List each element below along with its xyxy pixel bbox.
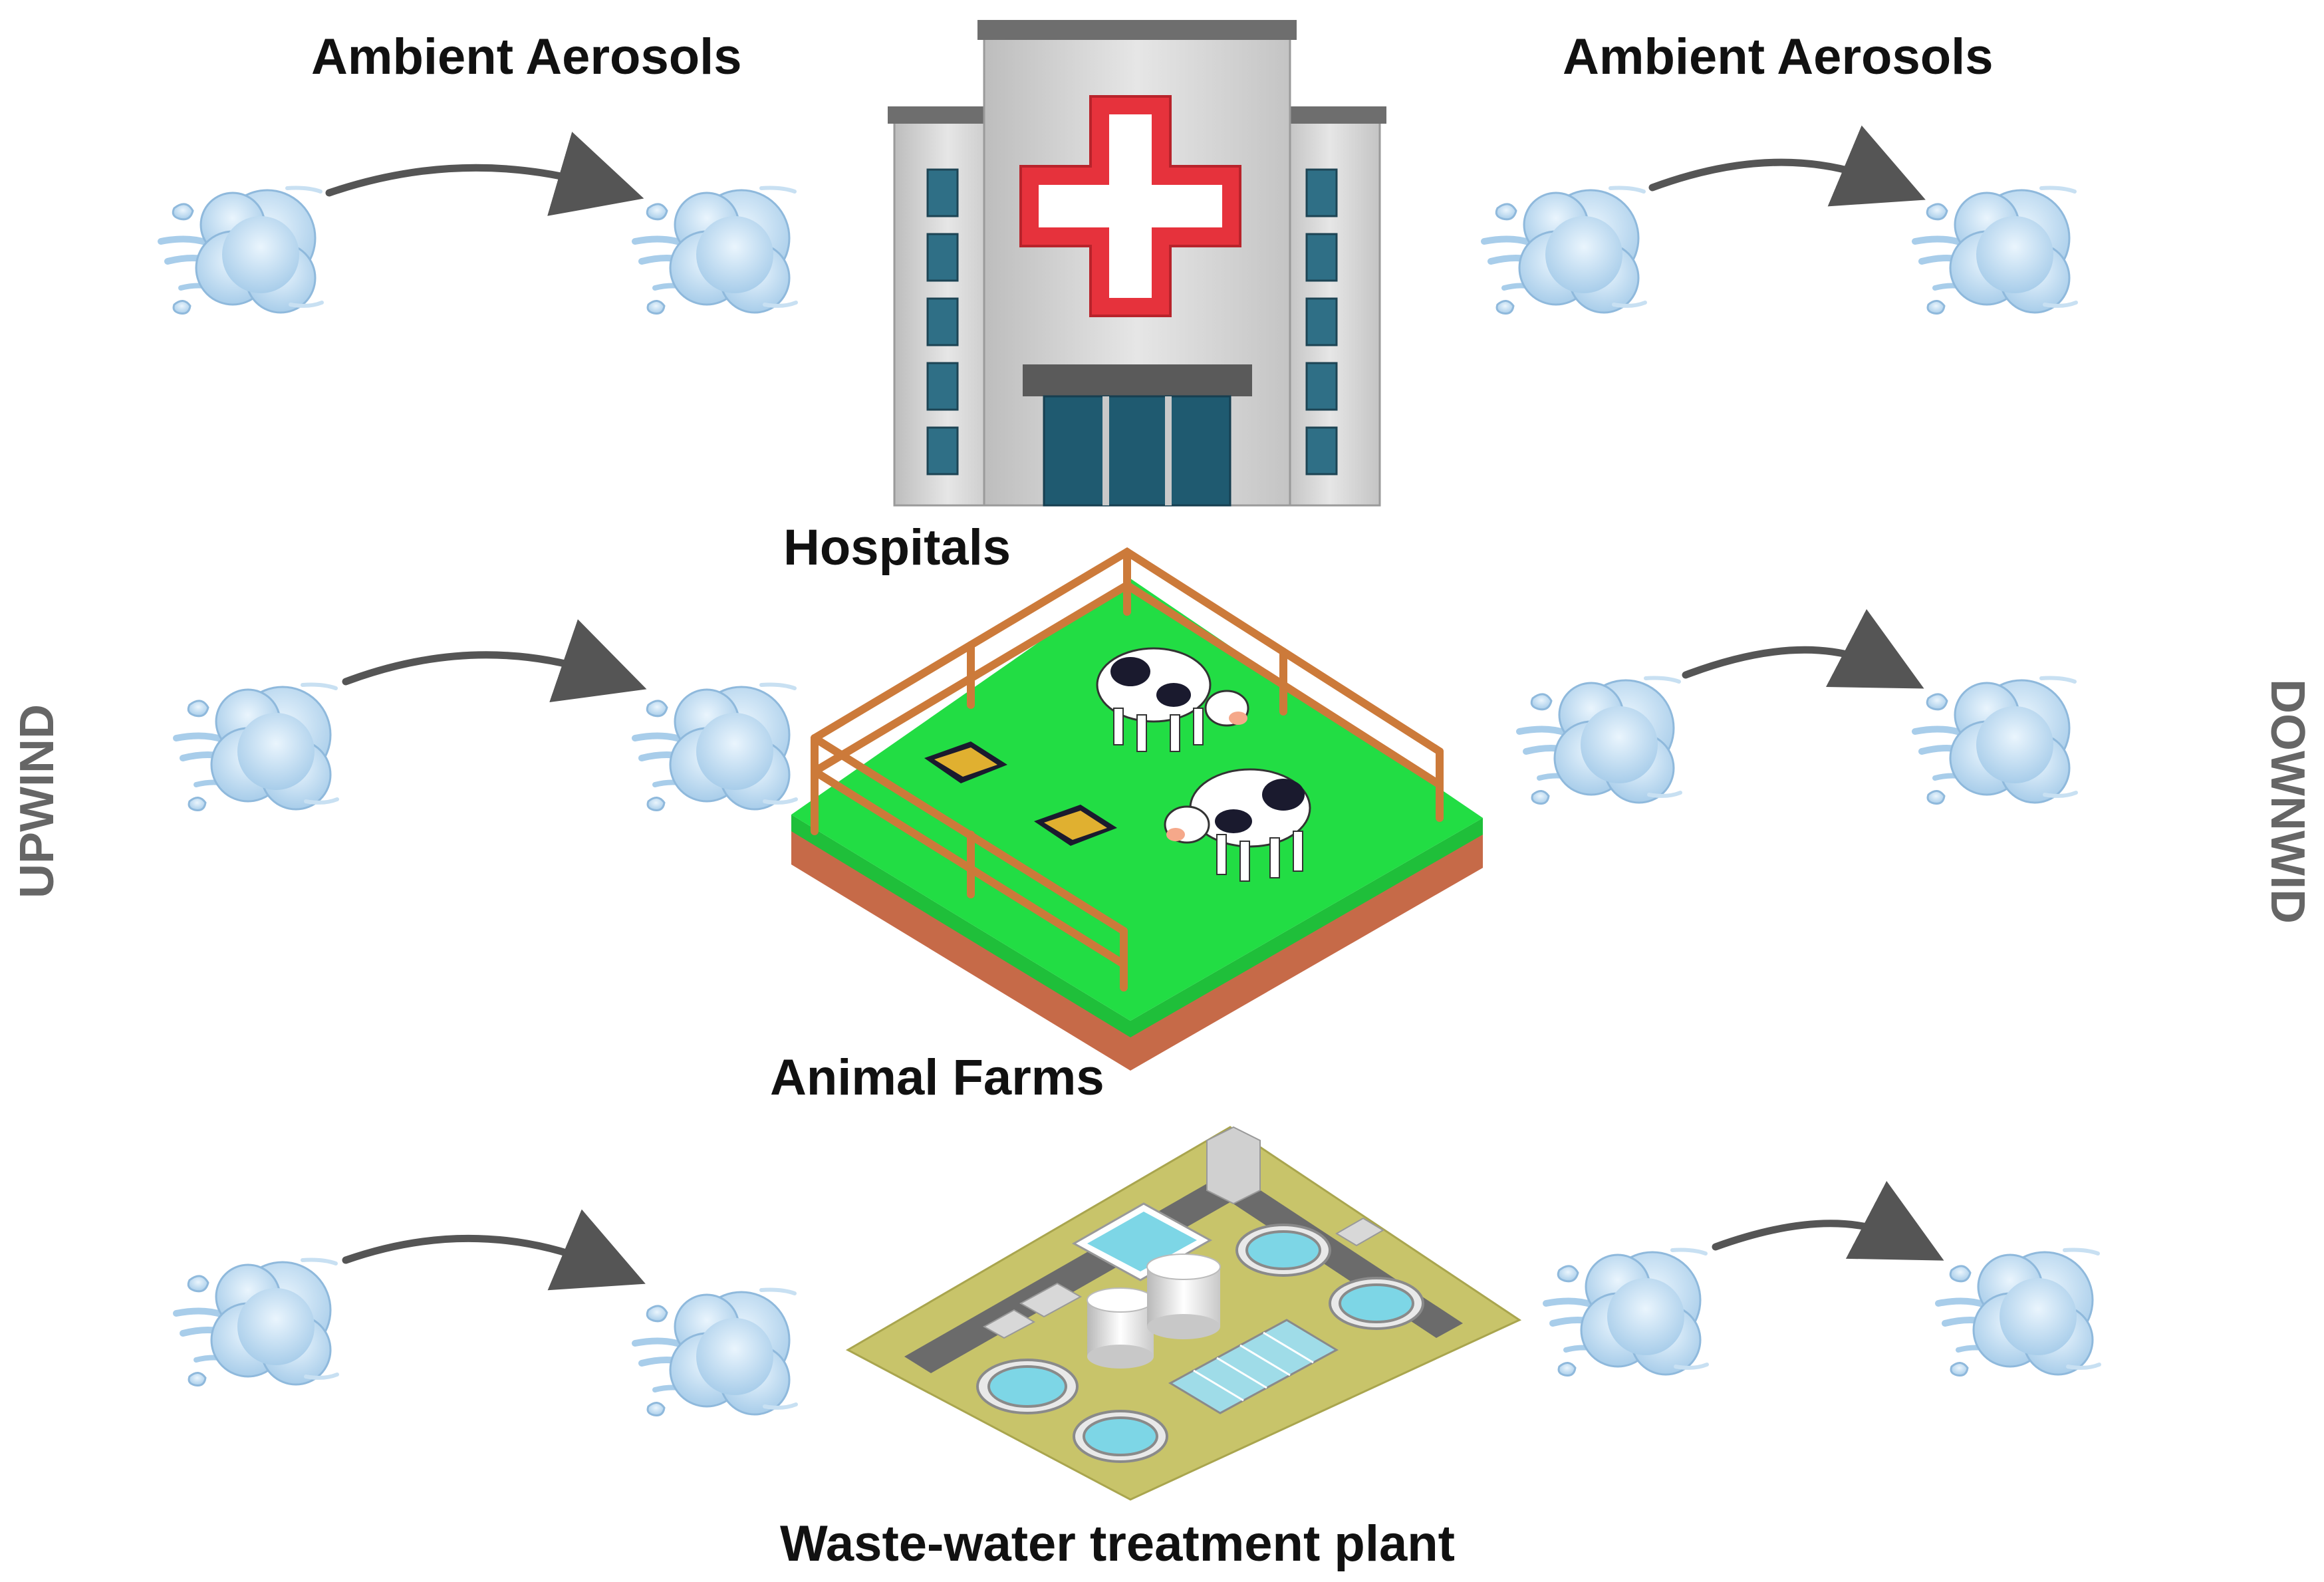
aerosol-cloud-row3-downwind-a (1546, 1250, 1707, 1376)
aerosol-cloud-row3-upwind-a (176, 1260, 337, 1386)
aerosol-cloud-row3-upwind-b (635, 1290, 796, 1416)
cow-icon (1096, 647, 1249, 752)
aerosol-cloud-row1-downwind-b (1915, 188, 2076, 314)
hospitals-label: Hospitals (783, 519, 1011, 576)
aerosol-cloud-row3-downwind-b (1938, 1250, 2099, 1376)
aerosol-cloud-row2-upwind-b (635, 685, 796, 811)
arrow-row1-right (1648, 125, 1926, 207)
arrow-row3-left (342, 1209, 646, 1291)
animal-farms-label: Animal Farms (770, 1049, 1104, 1106)
downwind-label: DOWNWID (2261, 679, 2314, 924)
aerosol-cloud-row2-downwind-b (1915, 678, 2076, 804)
upwind-label: UPWIND (11, 704, 64, 898)
water-treatment-plant-icon (845, 1126, 1522, 1501)
aerosol-cloud-row1-downwind-a (1484, 188, 1645, 314)
waste-water-plant-label: Waste-water treatment plant (780, 1516, 1455, 1572)
aerosol-cloud-row1-upwind-a (161, 188, 322, 314)
aerosol-cloud-row2-upwind-a (176, 685, 337, 811)
ambient-aerosols-label-right: Ambient Aerosols (1563, 29, 1994, 85)
arrow-row3-right (1712, 1180, 1944, 1261)
arrow-row2-left (342, 619, 647, 703)
cow-farm-icon (791, 547, 1483, 1071)
cow-icon (1164, 768, 1311, 882)
arrow-row1-left (325, 132, 644, 216)
aerosol-cloud-row2-downwind-a (1519, 678, 1680, 804)
arrow-row2-right (1682, 608, 1924, 689)
aerosol-cloud-row1-upwind-b (635, 188, 796, 314)
ambient-aerosols-label-left: Ambient Aerosols (311, 29, 742, 85)
hospital-building-icon (888, 20, 1386, 507)
